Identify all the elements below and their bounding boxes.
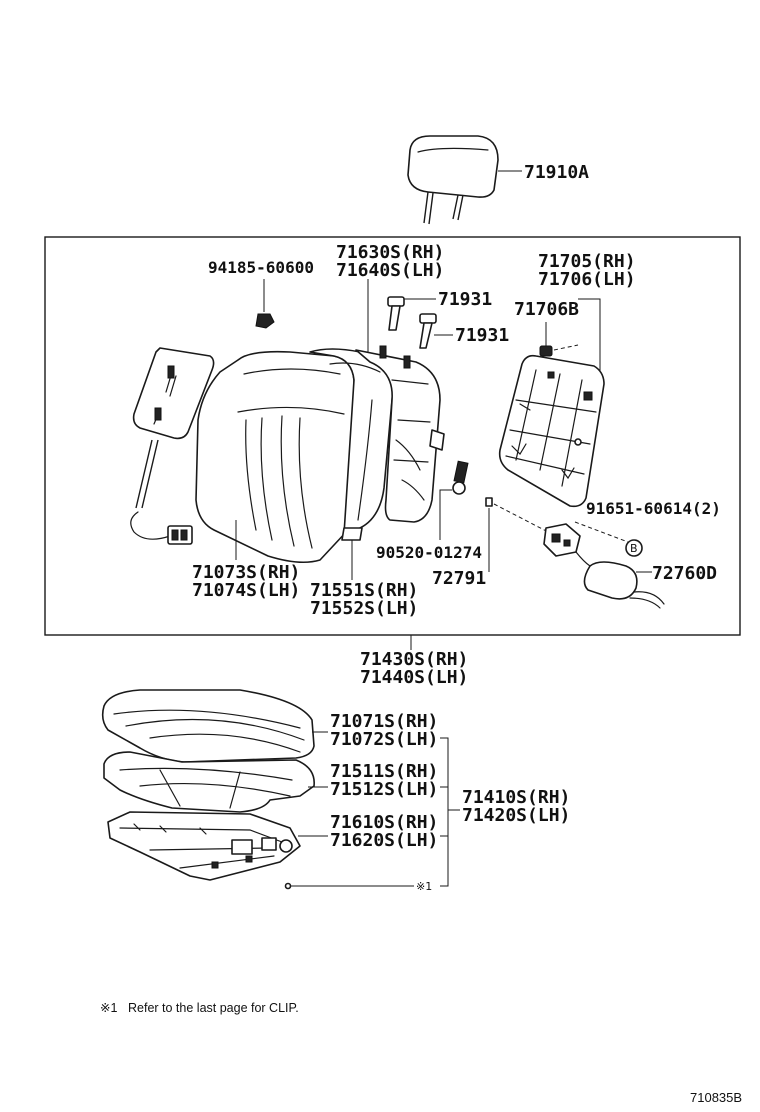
back-board-drawing [498, 354, 605, 508]
label-back-pad-lh: 71552S(LH) [310, 598, 418, 619]
label-cush-pad-lh: 71512S(LH) [330, 779, 438, 800]
dash-screw [574, 521, 629, 543]
label-cover-rh: 71630S(RH) [336, 242, 444, 263]
label-back-pad-rh: 71551S(RH) [310, 580, 418, 601]
leader-bolt [439, 489, 452, 540]
seatback-cover-drawing [195, 350, 357, 564]
label-guide-a: 71931 [438, 289, 492, 310]
label-cush-cover-lh: 71072S(LH) [330, 729, 438, 750]
circle-b-letter: B [630, 542, 638, 555]
drawing-code: 710835B [690, 1090, 742, 1105]
footnote-text: Refer to the last page for CLIP. [128, 1001, 299, 1015]
headrest-guide-a [387, 296, 405, 331]
clip-71706b [539, 345, 553, 357]
label-back-assy-rh: 71430S(RH) [360, 649, 468, 670]
label-lumbar: 72760D [652, 563, 717, 584]
label-back-cover-rh: 71073S(RH) [192, 562, 300, 583]
label-board-rh: 71705(RH) [538, 251, 636, 272]
label-clip: 72791 [432, 568, 486, 589]
headrest-guide-b [419, 313, 437, 349]
label-cush-assy-lh: 71420S(LH) [462, 805, 570, 826]
seatback-frame-drawing [355, 345, 445, 523]
clip-1-pin [284, 882, 292, 890]
dash-clip [493, 503, 553, 535]
label-cush-frame-lh: 71620S(LH) [330, 830, 438, 851]
lumbar-support-drawing [543, 523, 665, 609]
cushion-frame-drawing [107, 811, 301, 881]
cushion-cover-drawing [101, 689, 315, 763]
label-nut: 94185-60600 [208, 258, 314, 277]
headrest-drawing [407, 135, 499, 225]
cushion-pad-drawing [103, 751, 315, 813]
label-clip-1: ※1 [416, 880, 432, 893]
label-cush-cover-rh: 71071S(RH) [330, 711, 438, 732]
bolt-drawing [452, 460, 469, 495]
side-panel-drawing [130, 347, 215, 545]
label-back-assy-lh: 71440S(LH) [360, 667, 468, 688]
seatback-pad-drawing [309, 348, 394, 541]
label-cush-frame-rh: 71610S(RH) [330, 812, 438, 833]
label-bolt: 90520-01274 [376, 543, 482, 562]
clip-72791-drawing [485, 497, 493, 507]
label-board-lh: 71706(LH) [538, 269, 636, 290]
label-back-cover-lh: 71074S(LH) [192, 580, 300, 601]
label-guide-b: 71931 [455, 325, 509, 346]
dash-board-b [553, 344, 579, 351]
label-screw: 91651-60614(2) [586, 499, 721, 518]
label-headrest: 71910A [524, 162, 589, 183]
bracket-cush-assy [440, 737, 449, 887]
circle-b-marker [625, 539, 643, 557]
label-board-b: 71706B [514, 299, 579, 320]
label-cover-lh: 71640S(LH) [336, 260, 444, 281]
label-cush-pad-rh: 71511S(RH) [330, 761, 438, 782]
leader-board [578, 298, 601, 400]
nut-drawing [255, 313, 275, 329]
footnote-mark: ※1 [100, 1001, 117, 1015]
seatback-group-frame [44, 236, 741, 636]
label-cush-assy-rh: 71410S(RH) [462, 787, 570, 808]
